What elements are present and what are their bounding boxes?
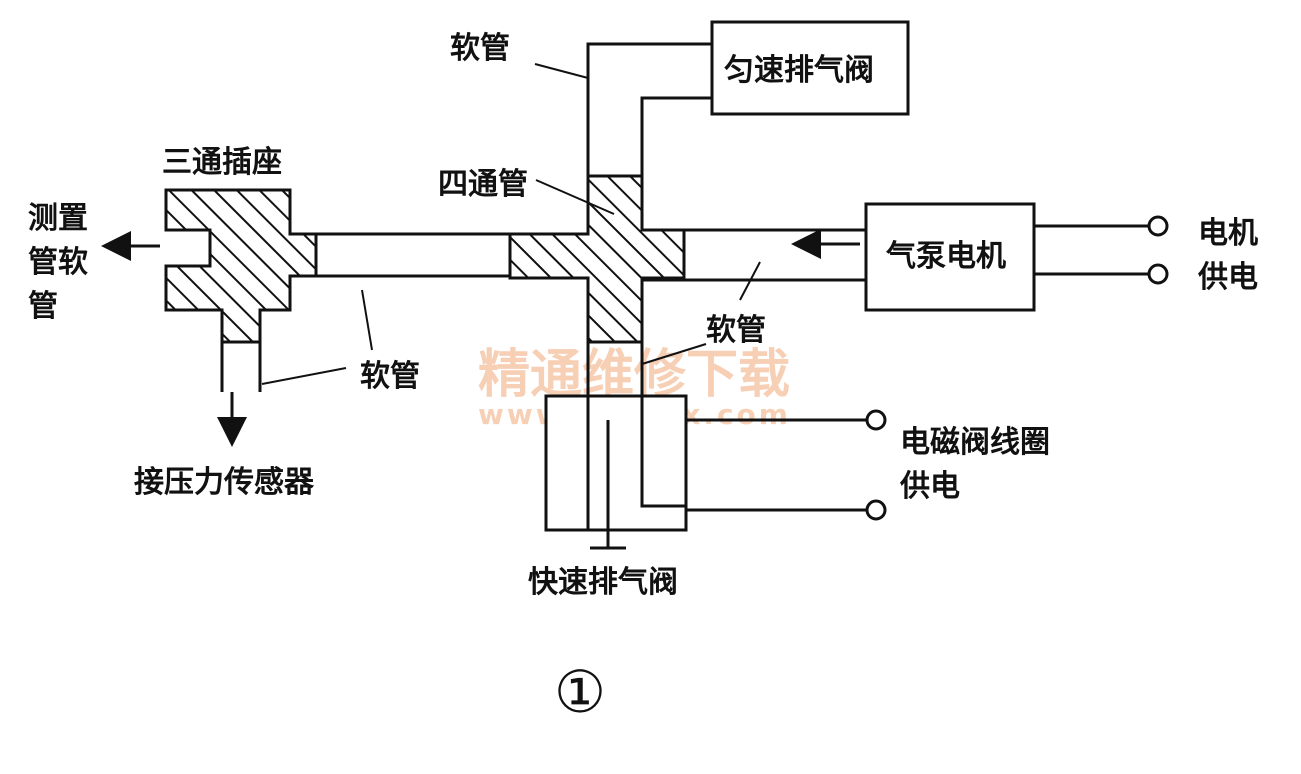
uniform-exhaust-valve-label: 匀速排气阀 xyxy=(724,53,874,88)
fast-exhaust-valve-box xyxy=(544,394,688,532)
sensor-hose xyxy=(220,342,262,392)
measure-hose-label-line2: 管软 xyxy=(28,245,88,280)
solenoid-power-label-line1: 电磁阀线圈 xyxy=(900,425,1050,460)
air-pump-motor-label: 气泵电机 xyxy=(886,239,1006,274)
measure-hose-label-line1: 测置 xyxy=(28,201,88,236)
motor-terminal-1 xyxy=(1147,215,1169,237)
hose-right-label: 软管 xyxy=(706,313,766,348)
top-hose-left-line xyxy=(586,42,712,176)
solenoid-terminal-2 xyxy=(865,499,887,521)
solenoid-terminal-1 xyxy=(865,409,887,431)
uniform-exhaust-valve-box xyxy=(710,20,910,116)
motor-terminal-2 xyxy=(1147,263,1169,285)
motor-power-label-line1: 电机 xyxy=(1198,216,1258,251)
hose-right-leader xyxy=(641,343,707,365)
pressure-sensor-label: 接压力传感器 xyxy=(134,465,315,500)
figure-number: ① xyxy=(554,658,606,726)
fast-exhaust-valve-label: 快速排气阀 xyxy=(528,565,678,600)
hose-middle-leader xyxy=(361,289,373,351)
solenoid-power-label-line2: 供电 xyxy=(899,469,960,504)
motor-power-label-line2: 供电 xyxy=(1197,260,1258,295)
four-way-pipe-label: 四通管 xyxy=(438,167,528,202)
four-way-pipe-leader xyxy=(535,179,615,215)
hose-top-leader xyxy=(534,63,589,79)
hose-left-label: 软管 xyxy=(360,359,420,394)
hose-left-leader xyxy=(261,367,347,385)
pump-hose-leader xyxy=(739,261,761,301)
tee-socket-label: 三通插座 xyxy=(162,145,282,180)
valve-hose xyxy=(586,342,644,396)
middle-hose xyxy=(314,232,512,278)
top-hose-right-line xyxy=(640,96,712,176)
four-way-pipe xyxy=(508,174,686,344)
hose-top-label: 软管 xyxy=(450,31,510,66)
fast-exhaust-valve-inner xyxy=(586,396,686,530)
tee-socket xyxy=(164,188,318,344)
air-pump-motor-box xyxy=(864,202,1036,312)
measure-hose-label-line3: 管 xyxy=(28,289,58,324)
